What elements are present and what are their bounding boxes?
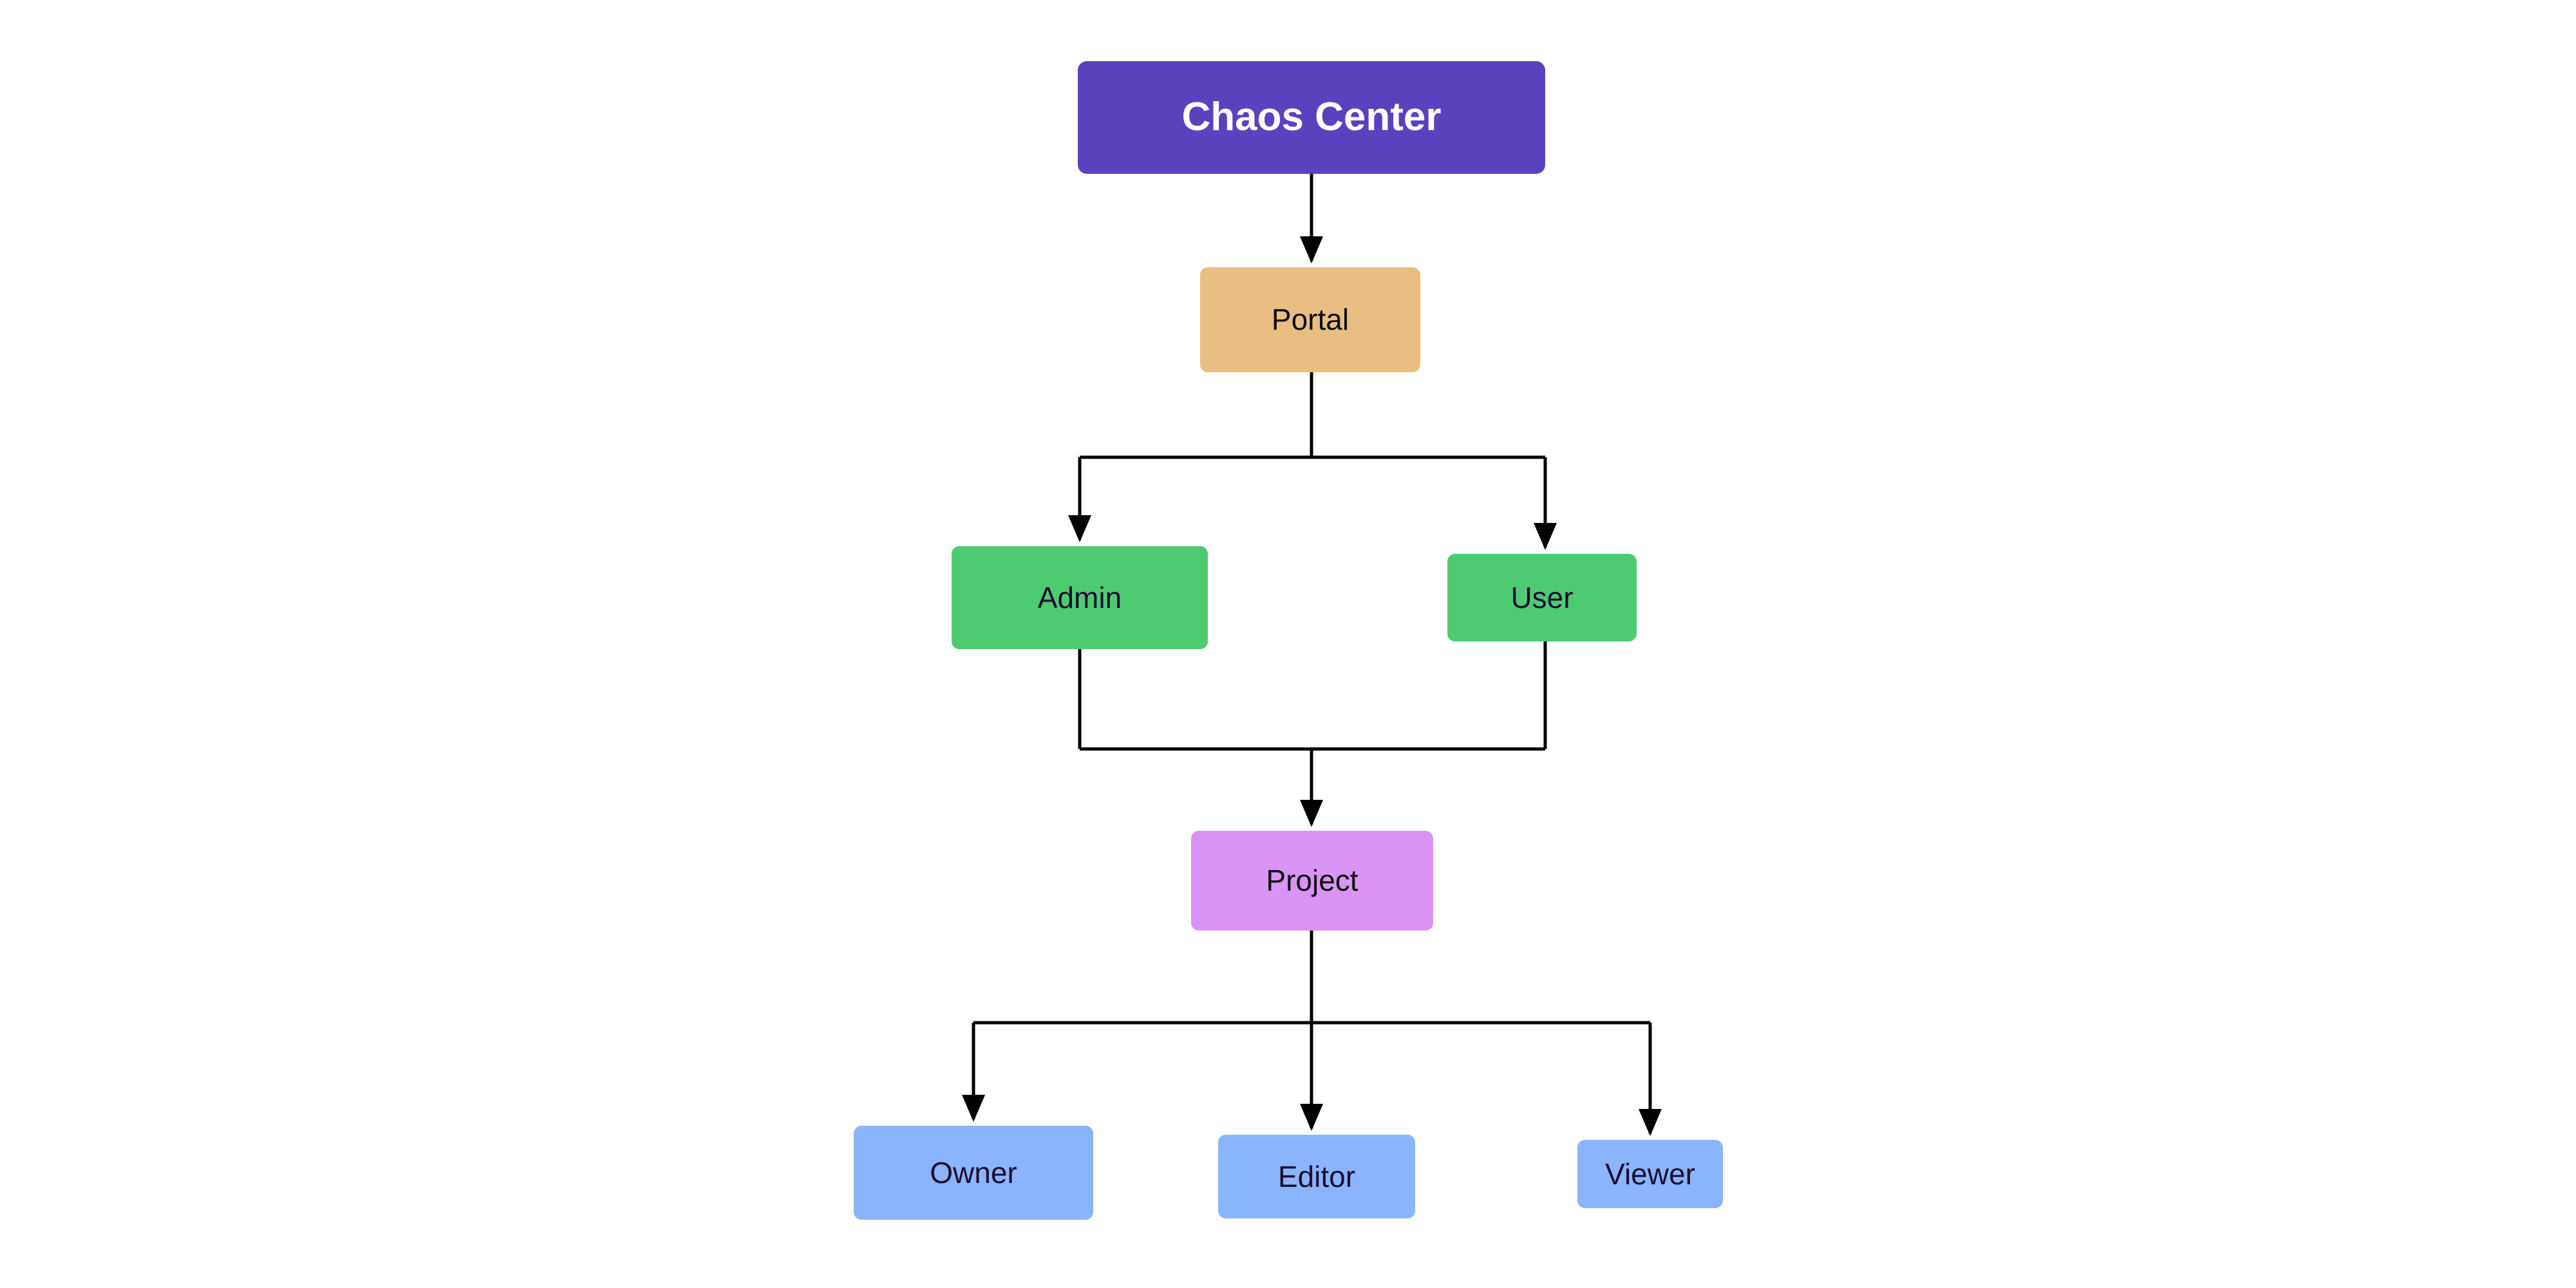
node-user-label: User: [1510, 580, 1574, 614]
node-project[interactable]: Project: [1191, 831, 1433, 931]
node-portal-label: Portal: [1271, 303, 1349, 337]
node-owner[interactable]: Owner: [854, 1126, 1093, 1220]
node-admin[interactable]: Admin: [952, 546, 1208, 649]
node-owner-label: Owner: [930, 1155, 1017, 1189]
node-project-label: Project: [1266, 864, 1359, 898]
node-viewer-label: Viewer: [1605, 1157, 1695, 1191]
node-editor[interactable]: Editor: [1218, 1135, 1415, 1218]
node-portal[interactable]: Portal: [1200, 267, 1420, 372]
node-editor-label: Editor: [1277, 1159, 1356, 1193]
node-admin-label: Admin: [1037, 580, 1122, 614]
node-chaos-center-label: Chaos Center: [1181, 95, 1442, 140]
node-user[interactable]: User: [1447, 554, 1637, 641]
node-viewer[interactable]: Viewer: [1577, 1140, 1723, 1208]
node-chaos-center[interactable]: Chaos Center: [1078, 61, 1545, 174]
